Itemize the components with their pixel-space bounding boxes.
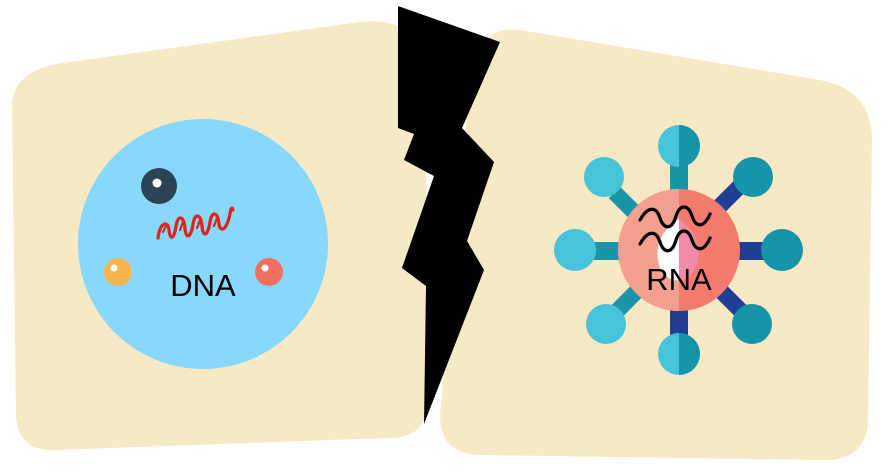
virus-knob-left: [554, 229, 596, 271]
virus-knob-bottom-left: [586, 304, 626, 344]
virus-knob-bottom-right: [732, 304, 772, 344]
lightning-bolt-icon: [398, 6, 500, 424]
rna-label: RNA: [646, 262, 712, 297]
virus-knob-bottom: [658, 333, 700, 375]
red-dot: [255, 258, 283, 286]
orange-dot: [104, 258, 132, 286]
dna-label: DNA: [170, 268, 236, 303]
virus-icon: RNA: [554, 125, 803, 375]
virus-knobs: [554, 125, 803, 375]
cell-icon: [78, 119, 328, 369]
rna-strand-icon: [638, 205, 712, 253]
virus-knob-right: [761, 229, 803, 271]
virus-knob-top: [658, 125, 700, 167]
virus-knob-top-left: [584, 157, 624, 197]
dna-helix-icon: [156, 206, 235, 240]
virus-knob-top-right: [733, 157, 773, 197]
dark-dot: [141, 168, 177, 204]
